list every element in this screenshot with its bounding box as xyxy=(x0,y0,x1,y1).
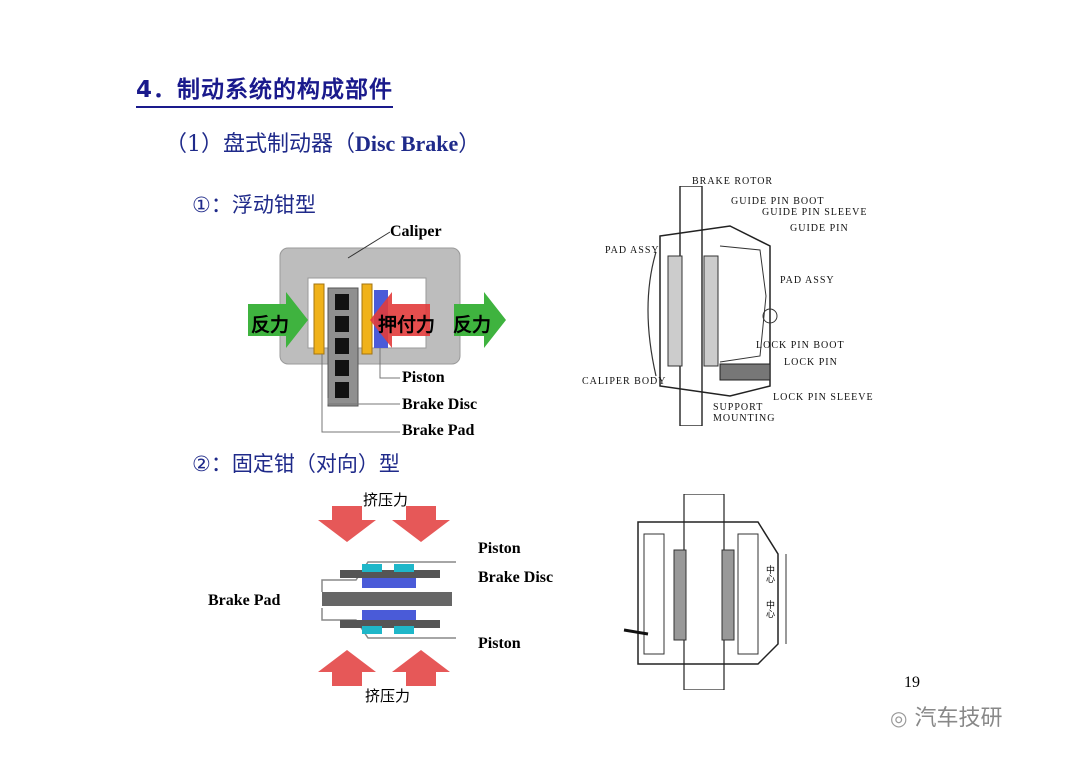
brake-disc-2 xyxy=(322,592,452,606)
page-number: 19 xyxy=(904,674,920,691)
reaction-arrow-left xyxy=(248,292,308,348)
label-lock-pin-sleeve: LOCK PIN SLEEVE xyxy=(773,392,874,403)
piston-bottom xyxy=(362,610,416,620)
label-piston-bottom: Piston xyxy=(478,635,521,652)
label-guide-pin-boot: GUIDE PIN BOOT xyxy=(731,196,825,207)
subtitle-suffix: ） xyxy=(458,132,481,157)
label-reaction-left: 反力 xyxy=(251,314,290,336)
cyan-bottom-right xyxy=(394,626,414,634)
label-brake-rotor: BRAKE ROTOR xyxy=(692,176,774,187)
slide-subtitle: （1）盘式制动器（Disc Brake） xyxy=(165,126,480,158)
piston-top xyxy=(362,578,416,588)
label-caliper: Caliper xyxy=(390,223,442,240)
cyan-top-left xyxy=(362,564,382,572)
slide-title: 4．制动系统的构成部件 xyxy=(136,70,394,108)
disc-slot-4 xyxy=(335,360,349,376)
cyan-bottom-left xyxy=(362,626,382,634)
label-mounting: MOUNTING xyxy=(713,413,776,424)
label-guide-pin: GUIDE PIN xyxy=(790,223,849,234)
fixed-caliper-diagram xyxy=(318,506,456,686)
label-piston-top: Piston xyxy=(478,540,521,557)
subtitle-prefix: （1）盘式制动器（ xyxy=(165,132,355,157)
label-squeeze-top: 挤压力 xyxy=(363,491,409,509)
disc-slot-5 xyxy=(335,382,349,398)
disc-slot-1 xyxy=(335,294,349,310)
disc-slot-2 xyxy=(335,316,349,332)
label-lock-pin: LOCK PIN xyxy=(784,357,838,368)
fixed-caliper-tech-drawing xyxy=(623,494,787,690)
wechat-icon: ◎ xyxy=(890,706,908,730)
push-force-arrow xyxy=(370,292,430,348)
label-piston-1: Piston xyxy=(402,369,445,386)
section2-heading: ②：固定钳（对向）型 xyxy=(192,452,400,476)
watermark: ◎ 汽车技研 xyxy=(890,700,1002,732)
label-caliper-body: CALIPER BODY xyxy=(582,376,667,387)
pad-bottom xyxy=(340,620,440,628)
label-squeeze-bottom: 挤压力 xyxy=(365,687,411,705)
label-pad-assy-left: PAD ASSY xyxy=(605,245,660,256)
tech2-label-top: 中心 xyxy=(764,565,774,583)
label-brake-disc-2: Brake Disc xyxy=(478,569,554,586)
watermark-text: 汽车技研 xyxy=(914,706,1003,731)
tech2-label-bottom: 中心 xyxy=(764,600,774,618)
label-support: SUPPORT xyxy=(713,402,764,413)
subtitle-en: Disc Brake xyxy=(355,131,459,156)
label-pad-assy-right: PAD ASSY xyxy=(780,275,835,286)
label-brake-disc-1: Brake Disc xyxy=(402,396,478,413)
squeeze-arrow-bottom-left xyxy=(318,650,376,686)
label-lock-pin-boot: LOCK PIN BOOT xyxy=(756,340,845,351)
disc-slot-3 xyxy=(335,338,349,354)
cyan-top-right xyxy=(394,564,414,572)
brake-pad-left xyxy=(313,283,325,355)
brake-pad-right xyxy=(361,283,373,355)
section1-heading: ①：浮动钳型 xyxy=(192,193,316,217)
label-reaction-right: 反力 xyxy=(453,314,492,336)
label-brake-pad-1: Brake Pad xyxy=(402,422,475,439)
label-push-force: 押付力 xyxy=(378,314,436,336)
squeeze-arrow-top-right xyxy=(392,506,450,542)
pad-top xyxy=(340,570,440,578)
squeeze-arrow-top-left xyxy=(318,506,376,542)
squeeze-arrow-bottom-right xyxy=(392,650,450,686)
label-brake-pad-2: Brake Pad xyxy=(208,592,281,609)
floating-caliper-diagram xyxy=(248,231,506,433)
label-guide-pin-sleeve: GUIDE PIN SLEEVE xyxy=(762,207,868,218)
floating-caliper-tech-drawing xyxy=(647,186,778,426)
reaction-arrow-right xyxy=(454,292,506,348)
